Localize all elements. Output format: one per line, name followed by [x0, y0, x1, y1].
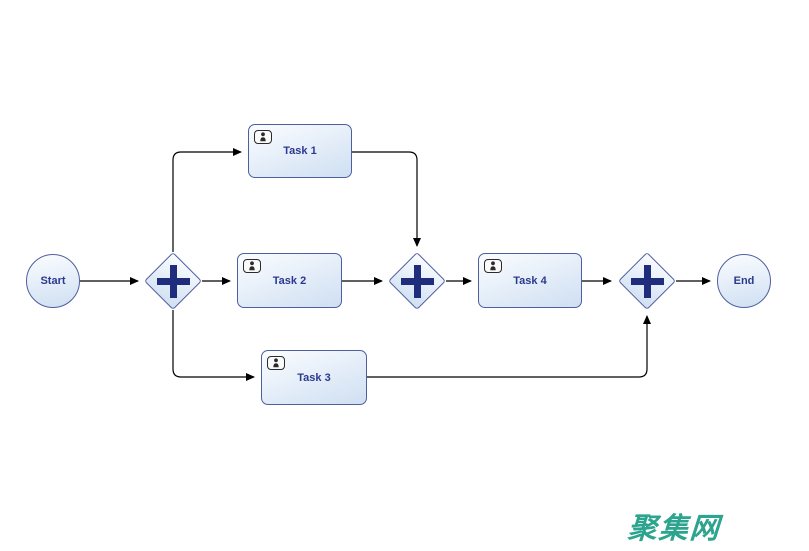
flow-task1-to-join1 [352, 151, 421, 247]
user-task-icon [243, 259, 261, 273]
parallel-split-gateway [144, 252, 202, 310]
user-task-icon [254, 130, 272, 144]
parallel-join-gateway-1 [388, 252, 446, 310]
end-event-label: End [733, 275, 755, 287]
flow-split-to-task1 [172, 148, 242, 252]
task-label: Task 2 [272, 274, 307, 287]
task-label: Task 4 [513, 274, 547, 287]
task-node-3: Task 3 [261, 350, 367, 405]
start-event-label: Start [40, 275, 66, 287]
flow-task3-to-join2 [367, 315, 651, 378]
task-node-1: Task 1 [248, 124, 352, 178]
task-node-4: Task 4 [478, 253, 582, 308]
task-node-2: Task 2 [237, 253, 342, 308]
user-task-icon [267, 356, 285, 370]
task-label: Task 1 [283, 145, 317, 157]
parallel-join-gateway-2 [618, 252, 676, 310]
start-event-node: Start [26, 254, 80, 308]
flow-split-to-task3 [172, 310, 255, 381]
site-watermark: 聚集网 [626, 513, 722, 545]
task-label: Task 3 [297, 371, 331, 384]
user-task-icon [484, 259, 502, 273]
end-event-node: End [717, 254, 771, 308]
